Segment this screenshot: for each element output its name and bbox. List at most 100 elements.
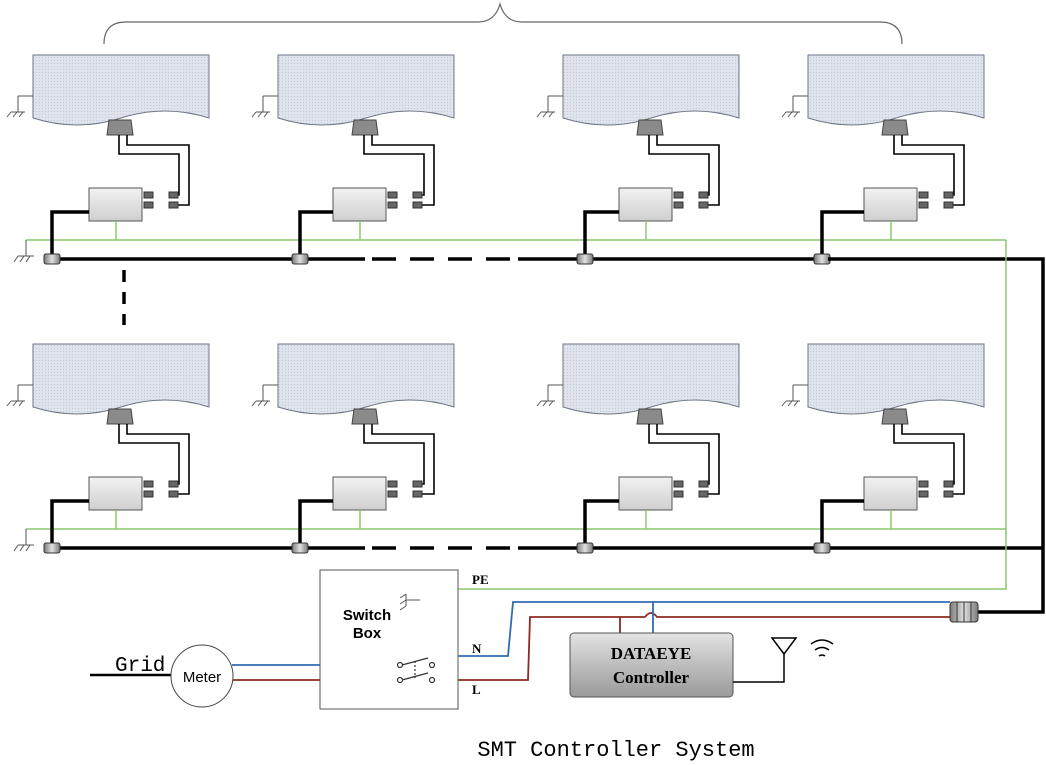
- dc-connector: [698, 490, 709, 498]
- trunk-t-connector: [291, 253, 309, 265]
- switch-box: [319, 569, 459, 710]
- dc-connector: [918, 201, 929, 209]
- dc-connector: [943, 490, 954, 498]
- dc-lead: [126, 424, 190, 495]
- pe-return: [419, 240, 1007, 600]
- panel-junction-box: [351, 408, 379, 425]
- l-wire: [232, 612, 950, 681]
- dc-lead: [371, 424, 435, 495]
- dc-connector: [143, 480, 154, 488]
- ground-icon: [6, 95, 33, 118]
- dc-connector: [412, 201, 423, 209]
- panel-junction-box: [351, 119, 379, 136]
- dc-lead: [363, 135, 425, 196]
- micro-inverter: [88, 476, 143, 511]
- panel-rows: [6, 54, 1043, 554]
- solar-panel: [807, 54, 985, 126]
- diagram-caption: SMT Controller System: [477, 738, 754, 763]
- solar-panel: [807, 343, 985, 415]
- antenna-icon: [770, 637, 798, 656]
- dc-connector: [918, 480, 929, 488]
- trunk-connector: [949, 601, 979, 623]
- micro-inverter: [618, 476, 673, 511]
- l-label: L: [472, 682, 481, 697]
- dc-connector: [412, 191, 423, 199]
- dc-connector: [412, 490, 423, 498]
- panel-junction-box: [106, 119, 134, 136]
- switch-icon: [396, 657, 436, 684]
- dc-lead: [656, 135, 720, 206]
- trunk-t-connector: [813, 253, 831, 265]
- ac-output-cable: [298, 499, 333, 548]
- dc-lead: [901, 424, 965, 495]
- trunk-t-connector: [43, 542, 61, 554]
- dc-connector: [918, 490, 929, 498]
- switch-box-label-2: Box: [353, 625, 382, 642]
- ground-icon: [251, 384, 278, 407]
- dc-lead: [901, 135, 965, 206]
- antenna-wire: [733, 654, 785, 683]
- ground-icon: [13, 240, 34, 263]
- panel-junction-box: [881, 408, 909, 425]
- micro-inverter: [332, 476, 387, 511]
- trunk-t-connector: [813, 542, 831, 554]
- ac-output-cable: [50, 499, 89, 548]
- ac-output-cable: [583, 210, 619, 259]
- panel-junction-box: [881, 119, 909, 136]
- group-brace: [103, 1, 903, 45]
- ground-icon: [536, 384, 563, 407]
- n-label: N: [472, 641, 482, 656]
- wifi-icon: [810, 639, 834, 657]
- dc-connector: [698, 480, 709, 488]
- trunk-t-connector: [43, 253, 61, 265]
- dc-connector: [168, 201, 179, 209]
- controller-label-1: DATAEYE: [611, 644, 692, 663]
- trunk-t-connector: [576, 253, 594, 265]
- controller-label-2: Controller: [613, 668, 690, 687]
- dc-connector: [412, 480, 423, 488]
- panel-junction-box: [636, 408, 664, 425]
- dc-lead: [371, 135, 435, 206]
- dc-connector: [168, 490, 179, 498]
- dc-connector: [387, 480, 398, 488]
- panel-junction-box: [106, 408, 134, 425]
- dc-connector: [143, 201, 154, 209]
- dc-lead: [363, 424, 425, 485]
- ground-icon: [13, 529, 34, 552]
- dc-lead: [126, 135, 190, 206]
- dataeye-controller: [569, 632, 734, 698]
- dc-lead: [893, 424, 955, 485]
- dc-connector: [387, 490, 398, 498]
- ground-icon: [251, 95, 278, 118]
- dc-connector: [943, 201, 954, 209]
- micro-inverter: [863, 187, 918, 222]
- ground-icon: [781, 384, 808, 407]
- dc-connector: [387, 201, 398, 209]
- solar-panel: [562, 54, 740, 126]
- dc-connector: [943, 191, 954, 199]
- ground-icon: [781, 95, 808, 118]
- solar-panel: [32, 343, 210, 415]
- solar-panel: [277, 343, 455, 415]
- dc-connector: [918, 191, 929, 199]
- dc-connector: [168, 480, 179, 488]
- micro-inverter: [863, 476, 918, 511]
- dc-lead: [118, 424, 180, 485]
- dc-connector: [143, 490, 154, 498]
- meter-label: Meter: [183, 669, 221, 686]
- grid-label: Grid: [115, 655, 165, 678]
- meter: [170, 644, 234, 708]
- dc-connector: [673, 490, 684, 498]
- dc-lead: [893, 135, 955, 196]
- ac-output-cable: [298, 210, 333, 259]
- dc-lead: [656, 424, 720, 495]
- solar-panel: [562, 343, 740, 415]
- ground-icon: [399, 593, 420, 611]
- dc-connector: [673, 191, 684, 199]
- switch-box-label-1: Switch: [343, 607, 391, 624]
- pe-label: PE: [472, 572, 489, 587]
- solar-panel: [32, 54, 210, 126]
- trunk-t-connector: [291, 542, 309, 554]
- ground-icon: [536, 95, 563, 118]
